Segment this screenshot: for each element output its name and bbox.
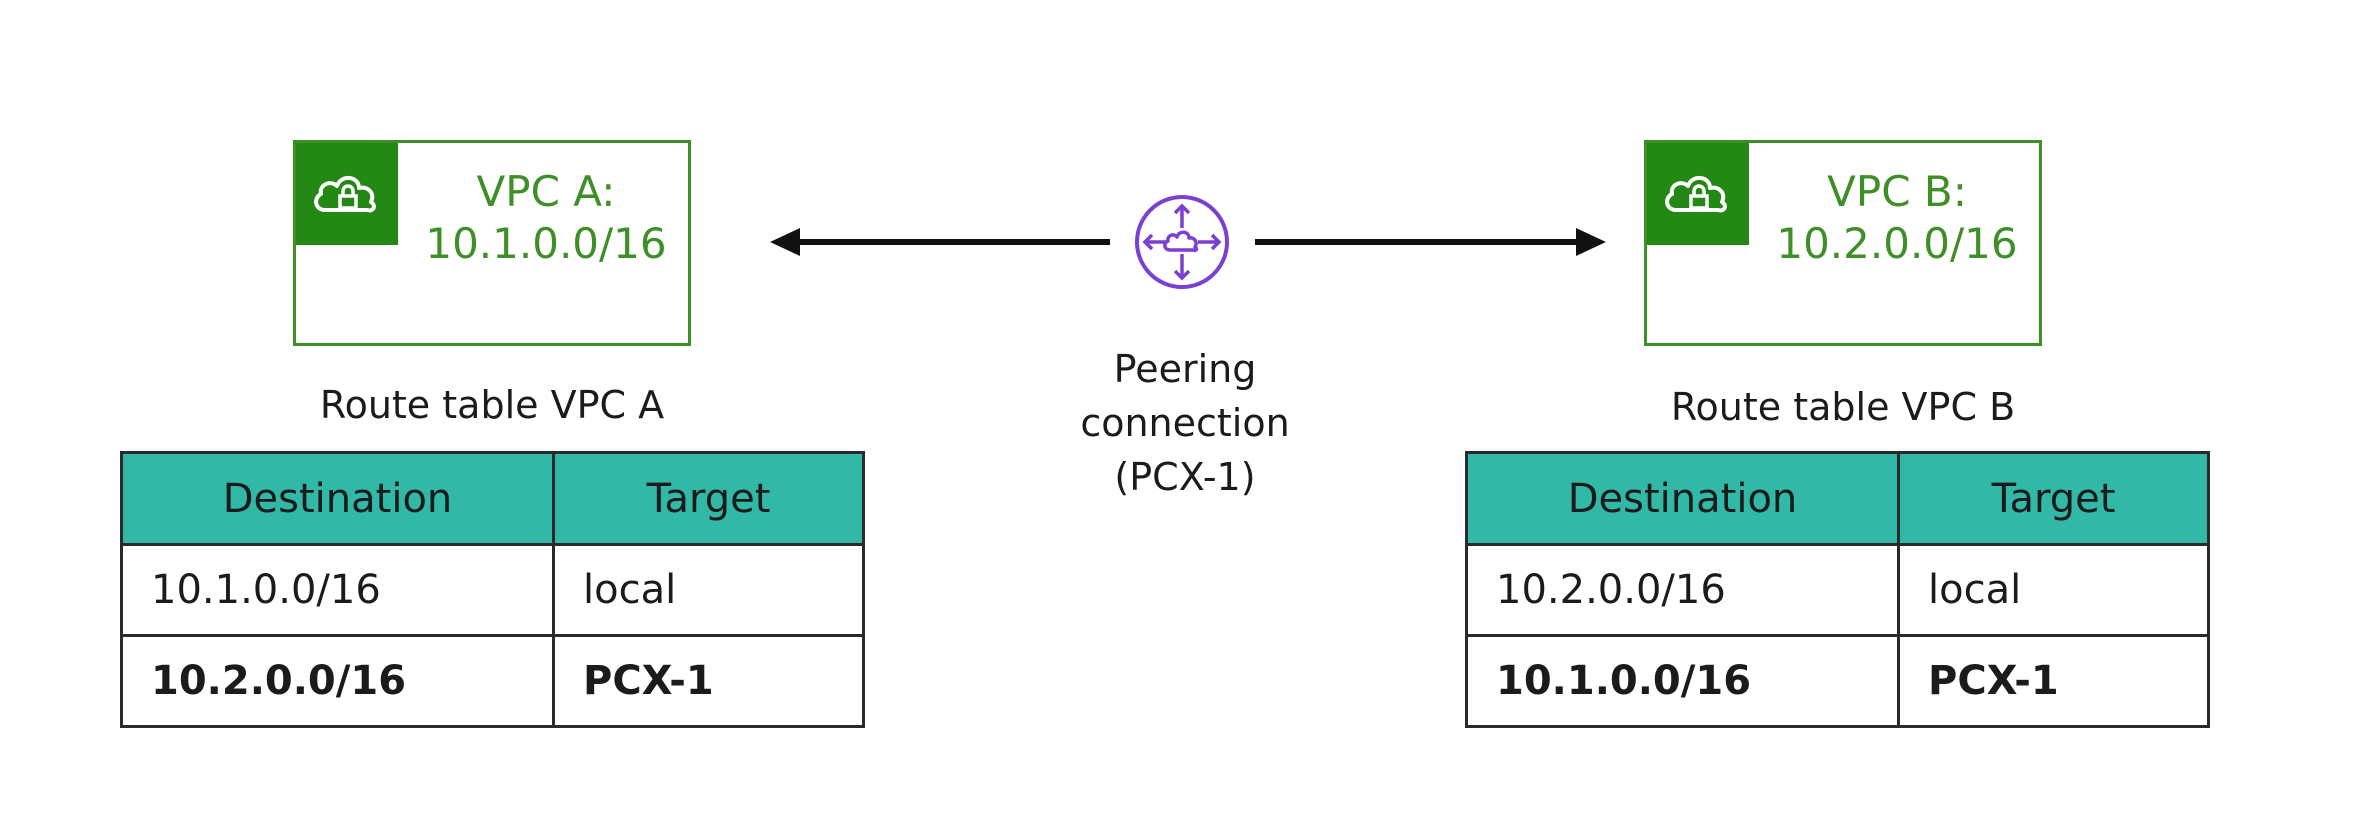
target-cell: local bbox=[552, 543, 865, 637]
peering-label-line2: connection bbox=[1080, 401, 1290, 445]
target-cell: PCX-1 bbox=[1897, 634, 2210, 728]
column-header-target: Target bbox=[1897, 451, 2210, 546]
column-header-destination: Destination bbox=[120, 451, 555, 546]
route-table-a-title: Route table VPC A bbox=[319, 383, 665, 427]
peering-cloud-arrows-icon bbox=[1135, 195, 1229, 289]
peering-label-line3: (PCX-1) bbox=[1114, 455, 1256, 499]
route-table-b: Destination Target 10.2.0.0/16 local 10.… bbox=[1465, 451, 2210, 728]
table-row: 10.1.0.0/16 PCX-1 bbox=[1465, 634, 2210, 728]
table-header-row: Destination Target bbox=[1465, 451, 2210, 546]
column-header-destination: Destination bbox=[1465, 451, 1900, 546]
peering-label: Peering connection (PCX-1) bbox=[1035, 342, 1335, 504]
vpc-b-name: VPC B: bbox=[1827, 167, 1967, 216]
vpc-b-box: VPC B: 10.2.0.0/16 bbox=[1644, 140, 2042, 346]
vpc-a-box: VPC A: 10.1.0.0/16 bbox=[293, 140, 691, 346]
target-cell: PCX-1 bbox=[552, 634, 865, 728]
vpc-cloud-lock-icon bbox=[1665, 176, 1727, 213]
table-row: 10.1.0.0/16 local bbox=[120, 543, 865, 637]
destination-cell: 10.1.0.0/16 bbox=[1465, 634, 1900, 728]
vpc-a-name: VPC A: bbox=[476, 167, 616, 216]
destination-cell: 10.1.0.0/16 bbox=[120, 543, 555, 637]
table-header-row: Destination Target bbox=[120, 451, 865, 546]
table-row: 10.2.0.0/16 local bbox=[1465, 543, 2210, 637]
destination-cell: 10.2.0.0/16 bbox=[1465, 543, 1900, 637]
route-table-a: Destination Target 10.1.0.0/16 local 10.… bbox=[120, 451, 865, 728]
vpc-a-icon-tile bbox=[296, 143, 398, 245]
route-table-b-title: Route table VPC B bbox=[1670, 385, 2016, 429]
vpc-b-cidr: 10.2.0.0/16 bbox=[1776, 219, 2018, 268]
column-header-target: Target bbox=[552, 451, 865, 546]
vpc-cloud-lock-icon bbox=[314, 176, 376, 213]
destination-cell: 10.2.0.0/16 bbox=[120, 634, 555, 728]
table-row: 10.2.0.0/16 PCX-1 bbox=[120, 634, 865, 728]
vpc-a-cidr: 10.1.0.0/16 bbox=[425, 219, 667, 268]
peering-label-line1: Peering bbox=[1113, 347, 1257, 391]
vpc-b-icon-tile bbox=[1647, 143, 1749, 245]
target-cell: local bbox=[1897, 543, 2210, 637]
